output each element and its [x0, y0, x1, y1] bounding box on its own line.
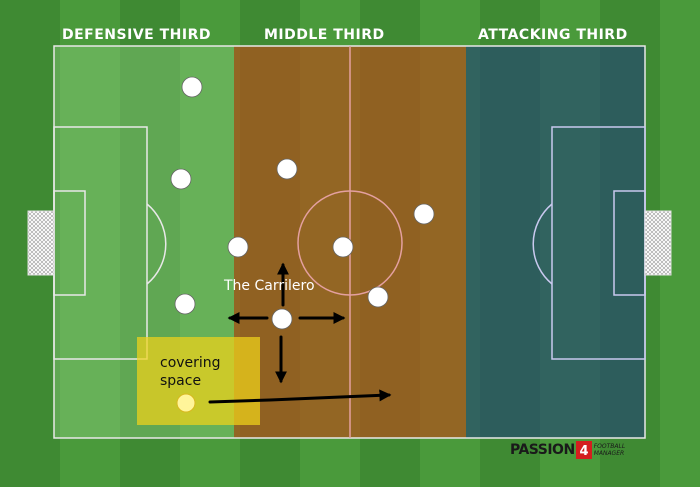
player-marker	[170, 168, 192, 190]
brand-sub-line2: MANAGER	[593, 450, 625, 457]
right-goal-net	[644, 210, 672, 276]
movement-arrows	[208, 262, 392, 404]
attacking-third-label: ATTACKING THIRD	[478, 27, 628, 43]
player-marker	[332, 236, 354, 258]
centre-circle	[297, 190, 403, 296]
covering-space-label: covering space	[160, 355, 221, 389]
carrilero-player-marker	[271, 308, 293, 330]
player-marker	[174, 293, 196, 315]
covering-space-highlight	[137, 337, 260, 425]
player-marker	[367, 286, 389, 308]
brand-subtitle: FOOTBALL MANAGER	[594, 443, 625, 457]
defensive-third-label: DEFENSIVE THIRD	[62, 27, 211, 43]
brand-badge-icon: 4	[575, 441, 592, 459]
brand-badge-text: 4	[579, 444, 588, 459]
attacking-third-zone	[466, 46, 645, 438]
brand-logo: PASSION 4 FOOTBALL MANAGER	[510, 440, 625, 460]
player-markers	[170, 76, 435, 330]
arrow-long-forward	[208, 389, 392, 404]
middle-third-label: MIDDLE THIRD	[264, 27, 385, 43]
player-marker	[227, 236, 249, 258]
player-marker	[413, 203, 435, 225]
brand-sub-line1: FOOTBALL	[593, 443, 626, 450]
left-goal-net	[27, 210, 55, 276]
player-marker	[181, 76, 203, 98]
brand-wordmark: PASSION	[510, 442, 575, 458]
carrilero-label: The Carrilero	[224, 278, 315, 294]
covering-player-marker	[176, 393, 196, 413]
player-marker	[276, 158, 298, 180]
